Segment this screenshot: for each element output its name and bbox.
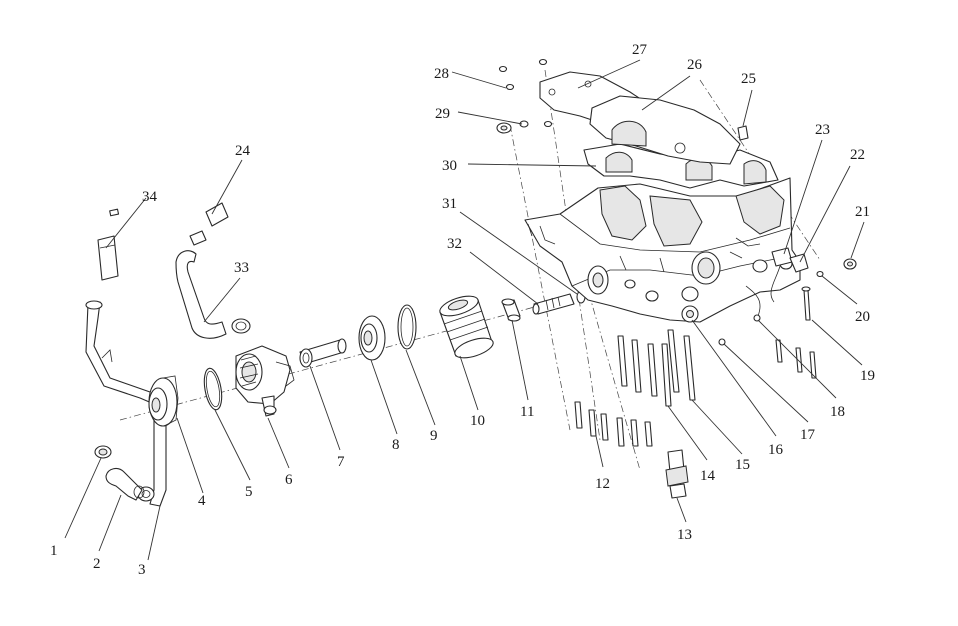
callout-17: 17 [800, 427, 816, 443]
part-17-washer [718, 338, 726, 346]
callout-10: 10 [470, 413, 485, 429]
callout-31: 31 [442, 196, 457, 212]
part-21-washer [843, 258, 857, 270]
part-10-oil-filter [439, 295, 494, 359]
callout-26: 26 [687, 57, 703, 73]
part-7-bypass-valve [299, 338, 347, 368]
part-5-o-ring [203, 367, 223, 411]
callout-30: 30 [442, 158, 457, 174]
part-33-oil-hose [175, 250, 251, 339]
part-3-oil-pipe [85, 300, 167, 507]
callout-2: 2 [93, 556, 101, 572]
callout-1: 1 [50, 543, 58, 559]
leader-lines [64, 59, 865, 561]
part-2-hose-elbow [105, 467, 145, 501]
part-9-sealing-ring [397, 304, 417, 350]
callout-19: 19 [860, 368, 875, 384]
callout-8: 8 [392, 437, 400, 453]
callout-13: 13 [677, 527, 692, 543]
part-15-bolts [667, 329, 696, 401]
callout-15: 15 [735, 457, 750, 473]
part-22-bracket [789, 253, 809, 273]
callout-34: 34 [142, 189, 158, 205]
part-12-bolts [574, 401, 653, 447]
part-28-screws [498, 58, 548, 91]
part-24-hose-sleeve [189, 202, 229, 246]
callout-33: 33 [234, 260, 249, 276]
callout-18: 18 [830, 404, 845, 420]
callout-labels: 1 2 3 4 5 6 7 8 9 10 11 12 13 14 15 16 1… [50, 42, 875, 578]
callout-22: 22 [850, 147, 865, 163]
part-14-bolts [617, 335, 672, 407]
callout-28: 28 [434, 66, 449, 82]
callout-24: 24 [235, 143, 251, 159]
callout-4: 4 [198, 493, 206, 509]
part-13-pressure-sensor [665, 449, 689, 499]
callout-29: 29 [435, 106, 450, 122]
part-1-nut [94, 445, 112, 459]
callout-6: 6 [285, 472, 293, 488]
callout-9: 9 [430, 428, 438, 444]
part-26-crankcase-cover [589, 95, 741, 165]
part-11-connector-sleeve [501, 298, 521, 322]
part-25-dowel [737, 125, 749, 141]
crankcase [524, 177, 801, 323]
callout-14: 14 [700, 468, 716, 484]
callout-3: 3 [138, 562, 146, 578]
part-8-adaptor-plate [358, 315, 386, 361]
callout-23: 23 [815, 122, 830, 138]
part-19-bolts [775, 286, 817, 379]
part-23-sensor [770, 247, 793, 303]
part-16-plug [681, 305, 699, 323]
callout-7: 7 [337, 454, 345, 470]
callout-5: 5 [245, 484, 253, 500]
part-6-filter-housing [235, 345, 295, 417]
callout-32: 32 [447, 236, 462, 252]
part-32-threaded-adaptor [532, 293, 575, 315]
callout-11: 11 [520, 404, 534, 420]
part-4-pump-cover [148, 375, 179, 427]
callout-20: 20 [855, 309, 870, 325]
callout-16: 16 [768, 442, 784, 458]
callout-25: 25 [741, 71, 756, 87]
callout-27: 27 [632, 42, 648, 58]
callout-21: 21 [855, 204, 870, 220]
part-20-screw [816, 270, 824, 278]
part-29-dowel-seal [496, 120, 553, 134]
callout-12: 12 [595, 476, 610, 492]
